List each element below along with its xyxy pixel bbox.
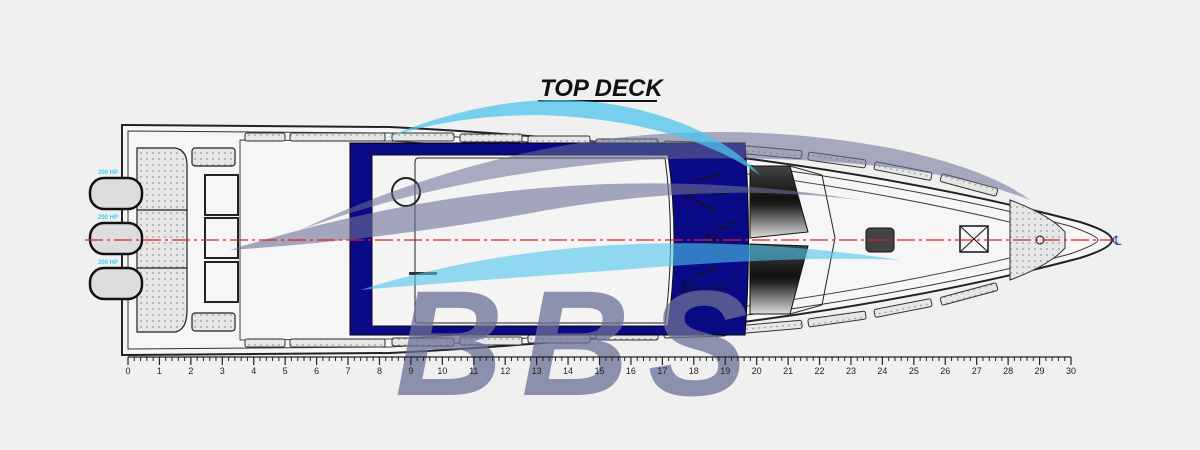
- scale-label: 13: [532, 366, 542, 376]
- engine-2-label: 200 HP: [98, 215, 118, 221]
- scale-label: 25: [909, 366, 919, 376]
- engine-1: 200 HP: [88, 170, 144, 211]
- scale-label: 28: [1003, 366, 1013, 376]
- scale-label: 9: [408, 366, 413, 376]
- scale-label: 11: [469, 366, 478, 376]
- centerline-symbol: ℄: [1112, 234, 1122, 249]
- scale-label: 7: [346, 366, 351, 376]
- scale-label: 5: [283, 366, 288, 376]
- scale-label: 22: [815, 366, 825, 376]
- scale-label: 17: [657, 366, 667, 376]
- drawing-title: TOP DECK: [540, 75, 664, 102]
- watermark-text: BBS: [395, 259, 766, 427]
- scale-label: 12: [500, 366, 510, 376]
- stern-section: [136, 147, 239, 333]
- scale-label: 3: [220, 366, 225, 376]
- watermark-logo: BBS: [230, 100, 1030, 427]
- engine-3-label: 200 HP: [98, 260, 118, 266]
- scale-label: 16: [626, 366, 636, 376]
- scale-label: 29: [1035, 366, 1045, 376]
- scale-label: 23: [846, 366, 856, 376]
- engine-2: 200 HP: [88, 215, 144, 256]
- engine-3: 200 HP: [88, 260, 144, 301]
- scale-label: 14: [563, 366, 573, 376]
- scale-label: 24: [877, 366, 887, 376]
- scale-label: 18: [689, 366, 699, 376]
- windshield: [749, 165, 836, 315]
- scale-label: 0: [125, 366, 130, 376]
- scale-label: 27: [972, 366, 982, 376]
- scale-label: 21: [783, 366, 793, 376]
- scale-label: 30: [1066, 366, 1076, 376]
- outboard-engines: 200 HP 200 HP 200 HP: [88, 170, 144, 301]
- scale-label: 4: [251, 366, 256, 376]
- scale-label: 26: [940, 366, 950, 376]
- scale-label: 2: [188, 366, 193, 376]
- scale-label: 20: [752, 366, 762, 376]
- scale-label: 1: [157, 366, 162, 376]
- scale-label: 10: [437, 366, 447, 376]
- scale-label: 15: [594, 366, 604, 376]
- scale-label: 19: [720, 366, 730, 376]
- scale-label: 8: [377, 366, 382, 376]
- anchor-locker: [959, 225, 989, 253]
- scale-label: 6: [314, 366, 319, 376]
- engine-1-label: 200 HP: [98, 170, 118, 176]
